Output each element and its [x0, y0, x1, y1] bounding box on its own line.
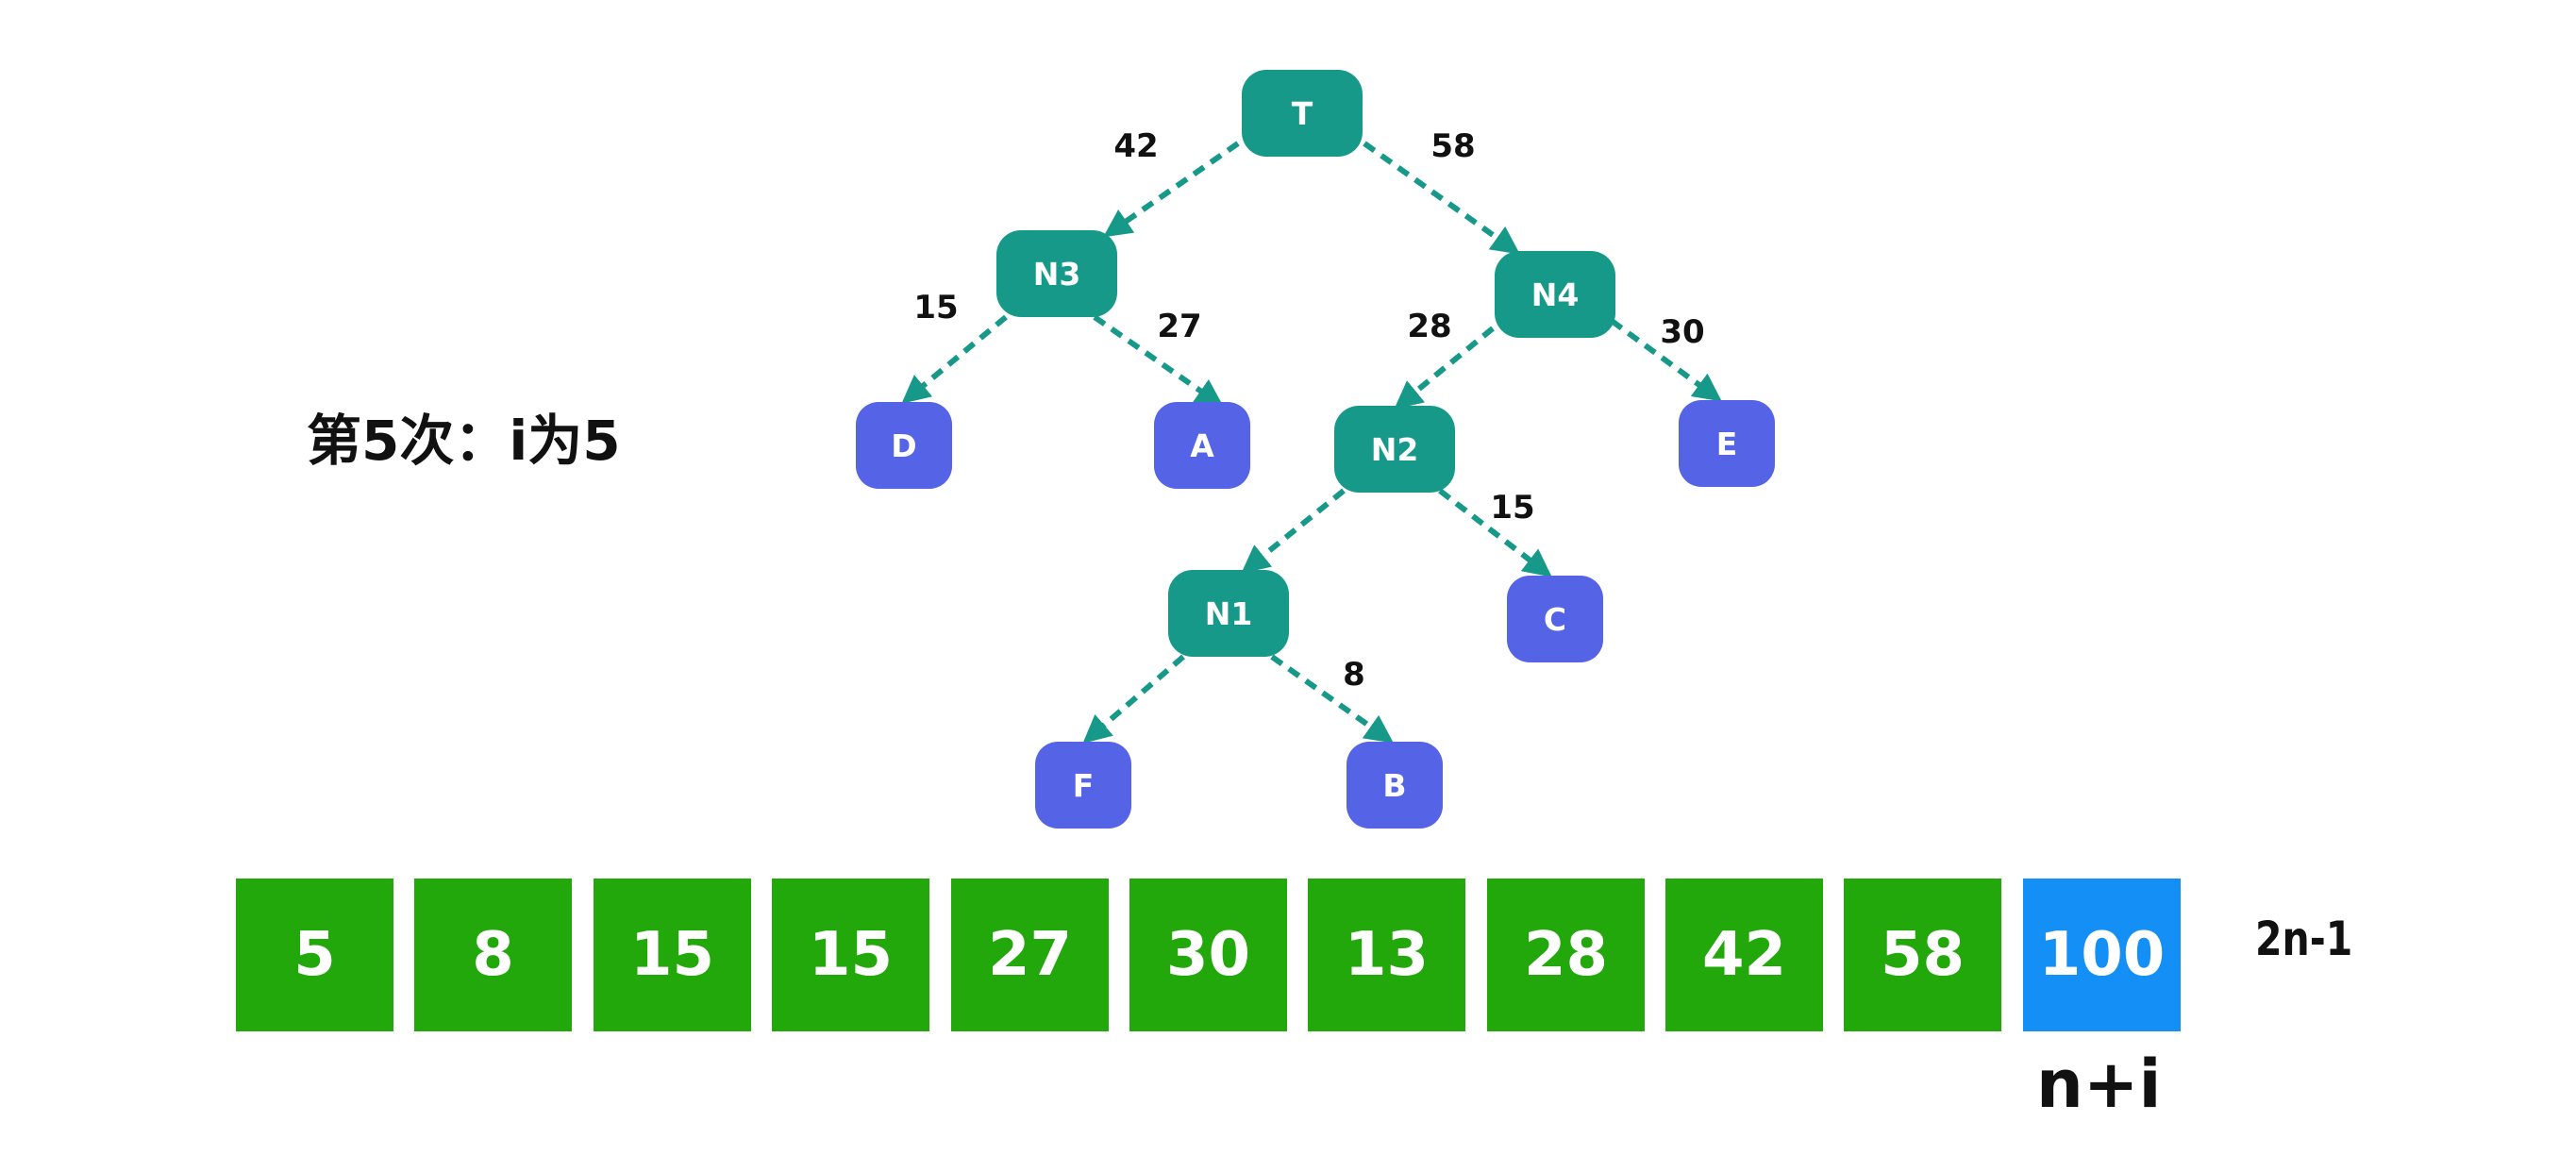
node-box-f	[1035, 742, 1131, 829]
node-label-e: E	[1716, 426, 1738, 462]
tree-node-n3: N3	[996, 230, 1117, 317]
edge-weight-t-n4: 58	[1430, 127, 1475, 165]
tree-node-n2: N2	[1334, 406, 1455, 493]
node-label-n3: N3	[1033, 256, 1081, 293]
node-label-n4: N4	[1531, 276, 1580, 313]
node-box-d	[856, 402, 952, 489]
edge-weight-n4-e: 30	[1660, 313, 1704, 351]
tree-node-n4: N4	[1495, 251, 1615, 338]
edge-weight-n3-a: 27	[1157, 308, 1201, 345]
node-box-n4	[1495, 251, 1615, 338]
array-cell: 15	[772, 879, 929, 1031]
node-label-f: F	[1073, 767, 1095, 804]
node-box-e	[1679, 400, 1775, 487]
array-cell: 42	[1665, 879, 1823, 1031]
array-cell: 30	[1129, 879, 1287, 1031]
edge-n4-e	[1610, 318, 1722, 402]
array-cell: 5	[236, 879, 393, 1031]
node-box-a	[1154, 402, 1250, 489]
node-label-t: T	[1292, 95, 1313, 132]
edge-t-n3	[1103, 141, 1240, 238]
edge-weight-n4-n2: 28	[1407, 308, 1451, 345]
tree-node-n1: N1	[1168, 570, 1289, 657]
node-label-a: A	[1190, 427, 1214, 464]
node-label-c: C	[1544, 601, 1566, 638]
tree-node-d: D	[856, 402, 952, 489]
node-box-c	[1507, 576, 1603, 662]
edge-n1-f	[1082, 654, 1185, 744]
edge-weight-t-n3: 42	[1113, 127, 1158, 165]
tree-node-c: C	[1507, 576, 1603, 662]
tree-node-b: B	[1347, 742, 1443, 829]
array-cell-current: 100	[2023, 879, 2181, 1031]
node-box-b	[1347, 742, 1443, 829]
node-box-n2	[1334, 406, 1455, 493]
array-cell: 28	[1487, 879, 1645, 1031]
tree-node-f: F	[1035, 742, 1131, 829]
node-box-t	[1242, 70, 1363, 157]
array-cell: 15	[594, 879, 751, 1031]
edge-t-n4	[1363, 141, 1520, 255]
node-box-n3	[996, 230, 1117, 317]
array-cell: 27	[951, 879, 1109, 1031]
edge-weight-n2-c: 15	[1490, 489, 1534, 527]
edge-weight-n1-b: 8	[1343, 656, 1365, 694]
edge-n1-b	[1270, 654, 1394, 744]
array-end-label: 2n-1	[2255, 912, 2353, 966]
tree-node-e: E	[1679, 400, 1775, 487]
node-label-n1: N1	[1205, 595, 1253, 632]
edge-n3-a	[1093, 314, 1224, 408]
tree-node-a: A	[1154, 402, 1250, 489]
tree-node-t: T	[1242, 70, 1363, 157]
step-caption: 第5次：i为5	[307, 409, 621, 473]
edge-n3-d	[901, 314, 1008, 404]
node-box-n1	[1168, 570, 1289, 657]
array-pointer-label: n+i	[2036, 1046, 2162, 1123]
node-label-n2: N2	[1371, 431, 1419, 468]
edge-weight-n3-d: 15	[913, 289, 958, 326]
array-cell: 58	[1844, 879, 2001, 1031]
array-cell: 13	[1308, 879, 1465, 1031]
edge-n2-c	[1438, 488, 1552, 578]
node-label-b: B	[1382, 767, 1406, 804]
array-cell: 8	[414, 879, 572, 1031]
node-label-d: D	[891, 427, 916, 464]
edge-n2-n1	[1241, 488, 1346, 574]
